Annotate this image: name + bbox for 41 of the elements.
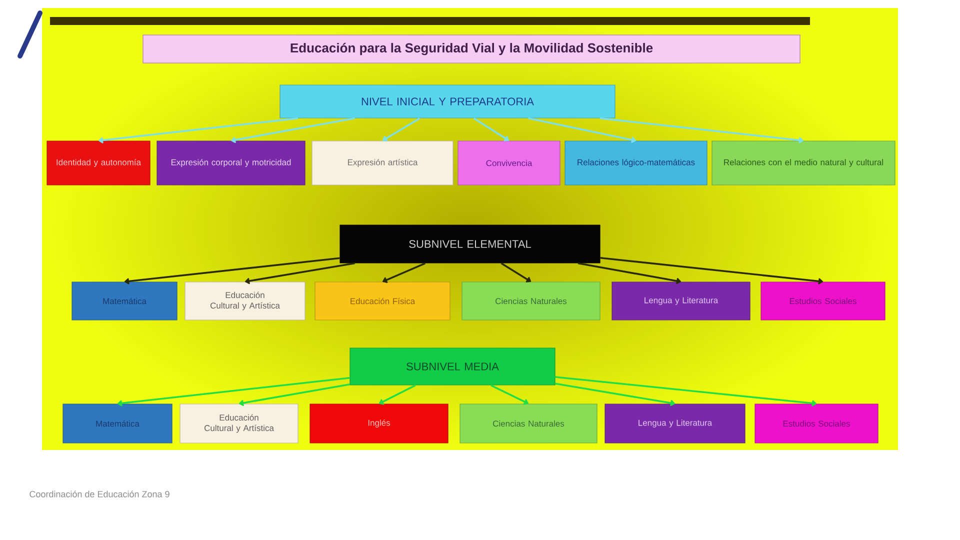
subject-box: Lengua y Literatura — [612, 282, 750, 320]
arrow — [245, 262, 355, 284]
subject-box: Ciencias Naturales — [462, 282, 600, 320]
arrow — [600, 117, 804, 144]
subject-box: Estudios Sociales — [754, 404, 878, 444]
arrow — [555, 382, 676, 406]
arrow — [124, 257, 340, 284]
arrow — [500, 262, 532, 282]
subject-box: Expresión artística — [312, 140, 454, 186]
subject-box: Convivencia — [458, 140, 560, 186]
arrow — [98, 117, 298, 144]
arrow — [555, 376, 816, 406]
subject-box: Educación Física — [314, 282, 450, 320]
title-box: Educación para la Seguridad Vial y la Movilidad Sostenible — [142, 34, 800, 64]
arrow — [378, 384, 416, 405]
level-box: SUBNIVEL MEDIA — [350, 348, 556, 386]
subject-box: Matemática — [72, 282, 178, 320]
level-box: SUBNIVEL ELEMENTAL — [340, 224, 600, 264]
subject-box: Expresión corporal y motricidad — [156, 140, 306, 186]
arrow — [118, 376, 350, 406]
subject-box: Inglés — [310, 404, 448, 444]
subject-box: Relaciones lógico-matemáticas — [564, 140, 708, 186]
arrow — [600, 256, 823, 284]
arrow — [382, 262, 426, 283]
level-box: NIVEL INICIAL Y PREPARATORIA — [280, 84, 616, 118]
subject-box: Relaciones con el medio natural y cultural — [712, 140, 896, 186]
footer-text: Coordinación de Educación Zona 9 — [30, 490, 170, 498]
subject-box: Ciencias Naturales — [460, 404, 598, 444]
subject-box: Educación Cultural y Artística — [184, 282, 306, 320]
arrow — [490, 384, 529, 405]
subject-box: Estudios Sociales — [760, 282, 886, 320]
subject-box: Matemática — [62, 404, 172, 444]
arrow — [382, 118, 420, 142]
arrow — [528, 117, 636, 143]
subject-box: Lengua y Literatura — [604, 404, 746, 444]
subject-box: Identidad y autonomía — [46, 140, 150, 186]
arrow — [578, 262, 682, 284]
subject-box: Educación Cultural y Artística — [180, 404, 298, 444]
arrow — [231, 117, 355, 144]
arrow — [473, 118, 510, 142]
arrow — [239, 383, 350, 406]
